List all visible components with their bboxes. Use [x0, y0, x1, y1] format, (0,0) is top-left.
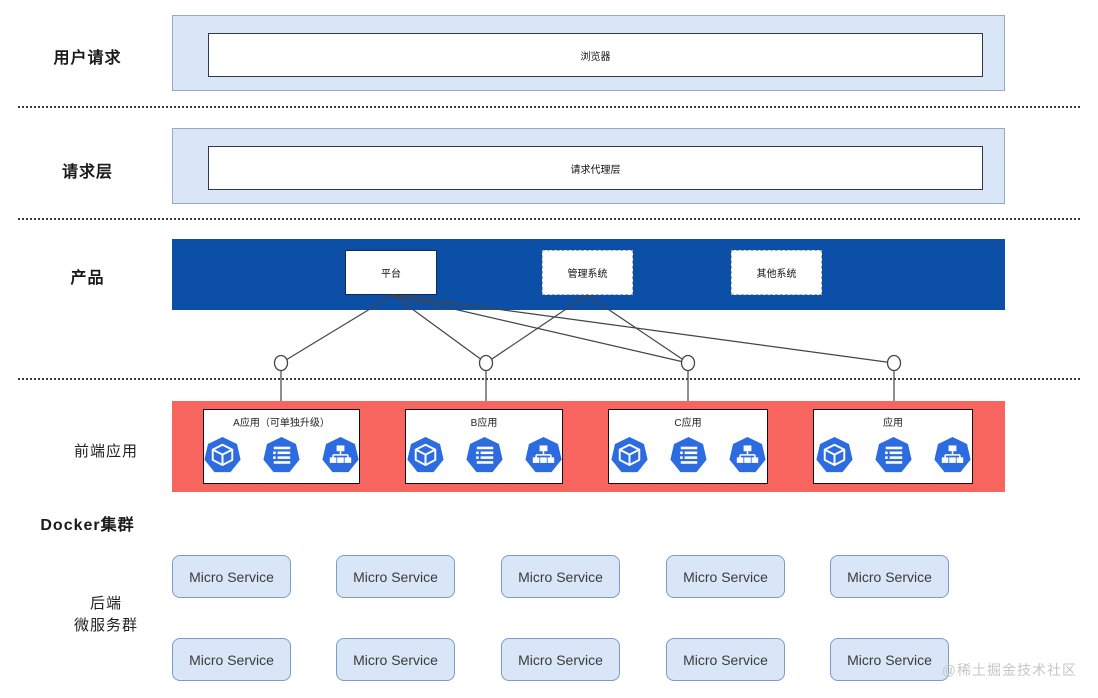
- user-request-band: 浏览器: [172, 15, 1005, 91]
- cube-icon: [407, 437, 444, 473]
- dashed-separator: [18, 378, 1080, 380]
- micro-service-box: Micro Service: [830, 555, 949, 598]
- micro-service-box: Micro Service: [666, 555, 785, 598]
- list-icon: [875, 437, 912, 473]
- app-icons: [611, 437, 766, 473]
- cube-icon: [611, 437, 648, 473]
- row-label-backend-line1: 后端: [89, 595, 122, 612]
- other-system-box: 其他系统: [731, 250, 822, 295]
- cube-icon: [204, 437, 241, 473]
- app-box-b: B应用: [405, 409, 563, 484]
- connector-node: [680, 354, 696, 372]
- micro-service-box: Micro Service: [830, 638, 949, 681]
- app-title: 应用: [883, 418, 903, 429]
- row-label-frontend: 前端应用: [73, 443, 138, 460]
- micro-service-box: Micro Service: [501, 555, 620, 598]
- list-icon: [670, 437, 707, 473]
- connector-node: [273, 354, 289, 372]
- micro-service-box: Micro Service: [172, 638, 291, 681]
- connector-node-group: [273, 354, 902, 372]
- sitemap-icon: [322, 437, 359, 473]
- micro-service-box: Micro Service: [501, 638, 620, 681]
- app-icons: [204, 437, 359, 473]
- watermark: @稀土掘金技术社区: [941, 662, 1077, 678]
- request-proxy-box: 请求代理层: [208, 146, 983, 190]
- app-box-d: 应用: [813, 409, 973, 484]
- row-label-user-request: 用户请求: [53, 50, 122, 67]
- app-box-a: A应用（可单独升级）: [203, 409, 360, 484]
- dashed-separator: [18, 218, 1080, 220]
- sitemap-icon: [729, 437, 766, 473]
- app-box-c: C应用: [608, 409, 768, 484]
- request-layer-band: 请求代理层: [172, 128, 1005, 204]
- micro-service-box: Micro Service: [336, 638, 455, 681]
- app-title: C应用: [674, 418, 702, 429]
- micro-service-box: Micro Service: [666, 638, 785, 681]
- row-label-backend-line2: 微服务群: [73, 617, 138, 634]
- sitemap-icon: [525, 437, 562, 473]
- frontend-band: A应用（可单独升级） B应用 C应用 应用: [172, 401, 1005, 492]
- connector-node: [478, 354, 494, 372]
- admin-system-box: 管理系统: [542, 250, 633, 295]
- product-band: 平台 管理系统 其他系统: [172, 239, 1005, 310]
- cube-icon: [816, 437, 853, 473]
- row-label-request-layer: 请求层: [61, 164, 113, 181]
- dashed-separator: [18, 106, 1080, 108]
- platform-box: 平台: [345, 250, 437, 295]
- app-title: A应用（可单独升级）: [233, 418, 330, 429]
- micro-service-box: Micro Service: [336, 555, 455, 598]
- browser-box: 浏览器: [208, 33, 983, 77]
- app-title: B应用: [470, 418, 498, 429]
- app-icons: [407, 437, 562, 473]
- row-label-docker-cluster: Docker集群: [40, 517, 135, 534]
- sitemap-icon: [934, 437, 971, 473]
- list-icon: [263, 437, 300, 473]
- app-icons: [816, 437, 971, 473]
- row-label-product: 产品: [70, 270, 105, 287]
- connector-node: [886, 354, 902, 372]
- micro-service-box: Micro Service: [172, 555, 291, 598]
- connector-line-group: [280, 294, 895, 409]
- row-label-backend: 后端 微服务群: [46, 593, 166, 637]
- list-icon: [466, 437, 503, 473]
